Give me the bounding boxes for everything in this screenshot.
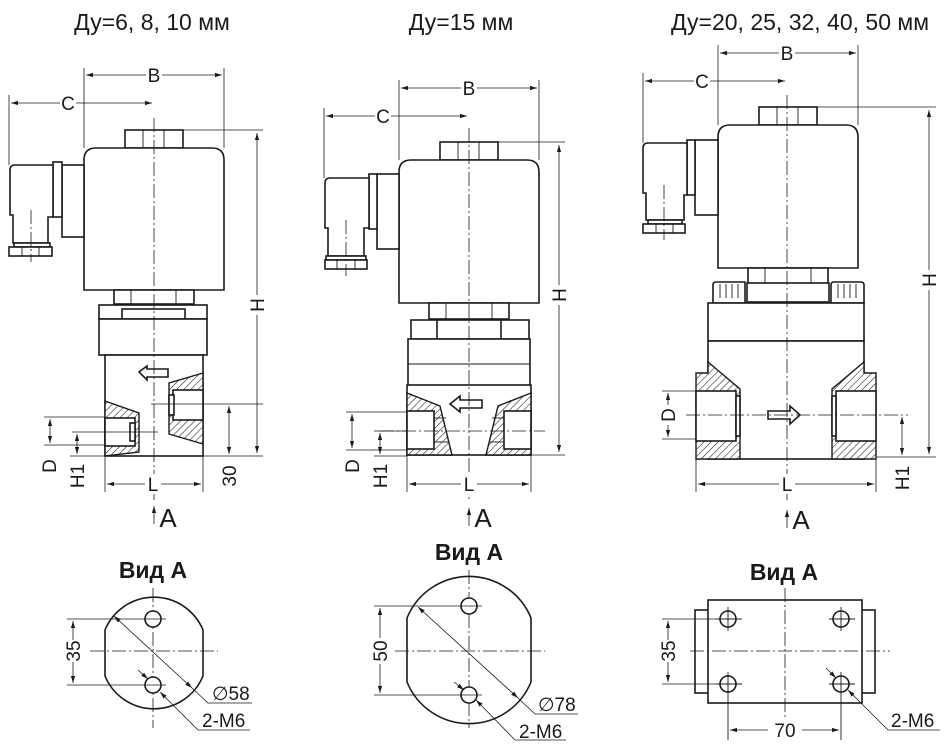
thread-label: 2-М6 (519, 722, 562, 743)
drawing-title: Ду=20, 25, 32, 40, 50 мм (671, 9, 929, 35)
dim-C-label: C (695, 72, 709, 93)
flow-arrow-icon (448, 394, 483, 414)
dim-30-label: 30 (220, 465, 241, 486)
bolt-spacing-label: 50 (371, 640, 392, 661)
dim-H-label: H (248, 298, 269, 312)
view-a-round-58: Вид А 35 ∅58 2-М6 (63, 557, 252, 732)
dim-L-label: L (148, 475, 159, 496)
drawing-dn6-10: Ду=6, 8, 10 мм (8, 9, 269, 732)
diameter-label: ∅78 (538, 695, 576, 716)
dim-B-label: B (463, 79, 476, 100)
valve-body (104, 118, 204, 500)
view-title: Вид А (435, 539, 503, 565)
drawing-dn20-50: Ду=20, 25, 32, 40, 50 мм (642, 9, 941, 742)
dim-B-label: B (148, 66, 161, 87)
dim-D-label: D (659, 408, 680, 422)
dim-H1-label: H1 (68, 464, 89, 488)
drawing-title: Ду=6, 8, 10 мм (74, 9, 230, 35)
view-a-rect: Вид А 35 (658, 559, 940, 742)
bolt-spacing-label: 35 (64, 640, 85, 661)
dim-D-label: D (40, 459, 61, 473)
view-title: Вид А (119, 557, 187, 583)
dim-D-label: D (343, 459, 364, 473)
dim-C-label: C (376, 107, 390, 128)
dim-B-label: B (781, 44, 794, 65)
connector-nut (8, 246, 53, 257)
bolt-spacing-horizontal-label: 70 (774, 721, 795, 742)
dim-L-label: L (782, 475, 793, 496)
thread-label: 2-М6 (202, 711, 245, 732)
view-arrow-label: A (474, 503, 492, 533)
dim-H-label: H (920, 273, 941, 287)
flow-arrow-icon (137, 364, 169, 382)
view-a-round-78: Вид А 50 ∅78 2-М6 (370, 539, 578, 743)
valve-bonnet (707, 267, 865, 342)
view-arrow-label: A (159, 503, 177, 533)
solenoid-coil (8, 129, 225, 291)
dimensions: B C H D H1 30 L A (8, 65, 269, 533)
dim-H1-label: H1 (893, 466, 914, 490)
connector-plug (9, 164, 54, 244)
dimensions: B C H D H1 L A (323, 78, 571, 533)
solenoid-coil (324, 141, 540, 304)
drawing-dn15: Ду=15 мм (323, 9, 578, 743)
drawing-title: Ду=15 мм (409, 9, 514, 35)
diameter-label: ∅58 (212, 684, 250, 705)
dimensions: B C H D H1 L A (642, 43, 941, 535)
dim-H-label: H (550, 288, 571, 302)
dim-H1-label: H1 (371, 464, 392, 488)
valve-bonnet (98, 289, 208, 356)
thread-label: 2-М6 (891, 711, 934, 732)
bolt-holes (716, 607, 855, 740)
valve-body (686, 95, 908, 500)
valve-body (380, 128, 545, 500)
bolt-spacing-vertical-label: 35 (659, 640, 680, 661)
view-title: Вид А (750, 559, 818, 585)
dim-C-label: C (61, 94, 75, 115)
dim-L-label: L (464, 475, 475, 496)
solenoid-coil (642, 106, 859, 269)
view-arrow-label: A (792, 505, 810, 535)
